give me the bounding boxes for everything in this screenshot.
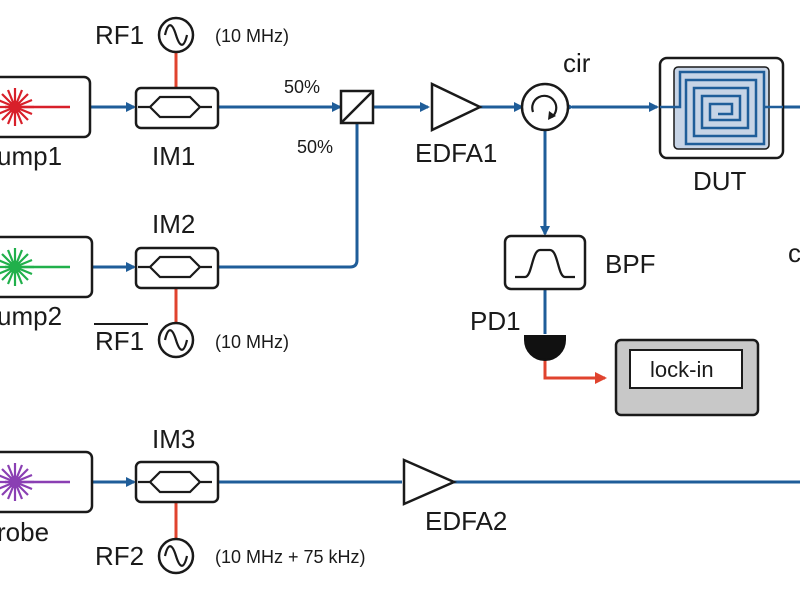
beam-splitter	[339, 89, 375, 125]
pd1-photodiode-icon	[524, 335, 566, 361]
rf1bar-source-icon	[157, 321, 195, 359]
im2-modulator	[134, 246, 220, 290]
edfa2-amplifier	[402, 458, 458, 506]
rf-line-pd1-lockin	[543, 358, 607, 384]
edfa1-amplifier	[430, 82, 483, 132]
bpf-filter	[503, 234, 587, 291]
pump1-laser	[0, 75, 92, 139]
pump2-burst-icon	[0, 248, 34, 286]
probe-laser	[0, 450, 94, 514]
pd1-label: PD1	[470, 306, 521, 336]
im1-label: IM1	[152, 141, 195, 171]
rf1-top-label: RF1	[95, 20, 144, 50]
lockin-amplifier	[614, 338, 760, 417]
bandpass-icon	[515, 248, 575, 279]
pump2-label: ump2	[0, 301, 62, 331]
pump1-label: ump1	[0, 141, 62, 171]
dut-device	[658, 56, 785, 160]
probe-burst-icon	[0, 463, 34, 501]
im3-label: IM3	[152, 424, 195, 454]
im2-label: IM2	[152, 209, 195, 239]
rf2-label: RF2	[95, 541, 144, 571]
pump2-laser	[0, 235, 94, 299]
bpf-label: BPF	[605, 249, 656, 279]
rf1-bar-label: RF1	[95, 326, 144, 356]
circulator-icon	[520, 82, 570, 132]
split-bottom-label: 50%	[297, 137, 333, 157]
pump1-burst-icon	[0, 88, 34, 126]
rf1-top-frequency: (10 MHz)	[215, 26, 289, 46]
edfa2-label: EDFA2	[425, 506, 507, 536]
fiber-im2-splitter	[218, 124, 359, 269]
dut-label: DUT	[693, 166, 747, 196]
split-top-label: 50%	[284, 77, 320, 97]
rf1-source-icon	[157, 16, 195, 54]
rf2-source-icon	[157, 537, 195, 575]
circulator-label: cir	[563, 48, 591, 78]
im3-modulator	[134, 460, 220, 504]
im1-modulator	[134, 86, 220, 130]
rf2-frequency: (10 MHz + 75 kHz)	[215, 547, 366, 567]
edfa1-label: EDFA1	[415, 138, 497, 168]
right-edge-label: c	[788, 238, 800, 268]
rf1-bar-frequency: (10 MHz)	[215, 332, 289, 352]
probe-label: robe	[0, 517, 49, 547]
lockin-label: lock-in	[650, 357, 714, 382]
